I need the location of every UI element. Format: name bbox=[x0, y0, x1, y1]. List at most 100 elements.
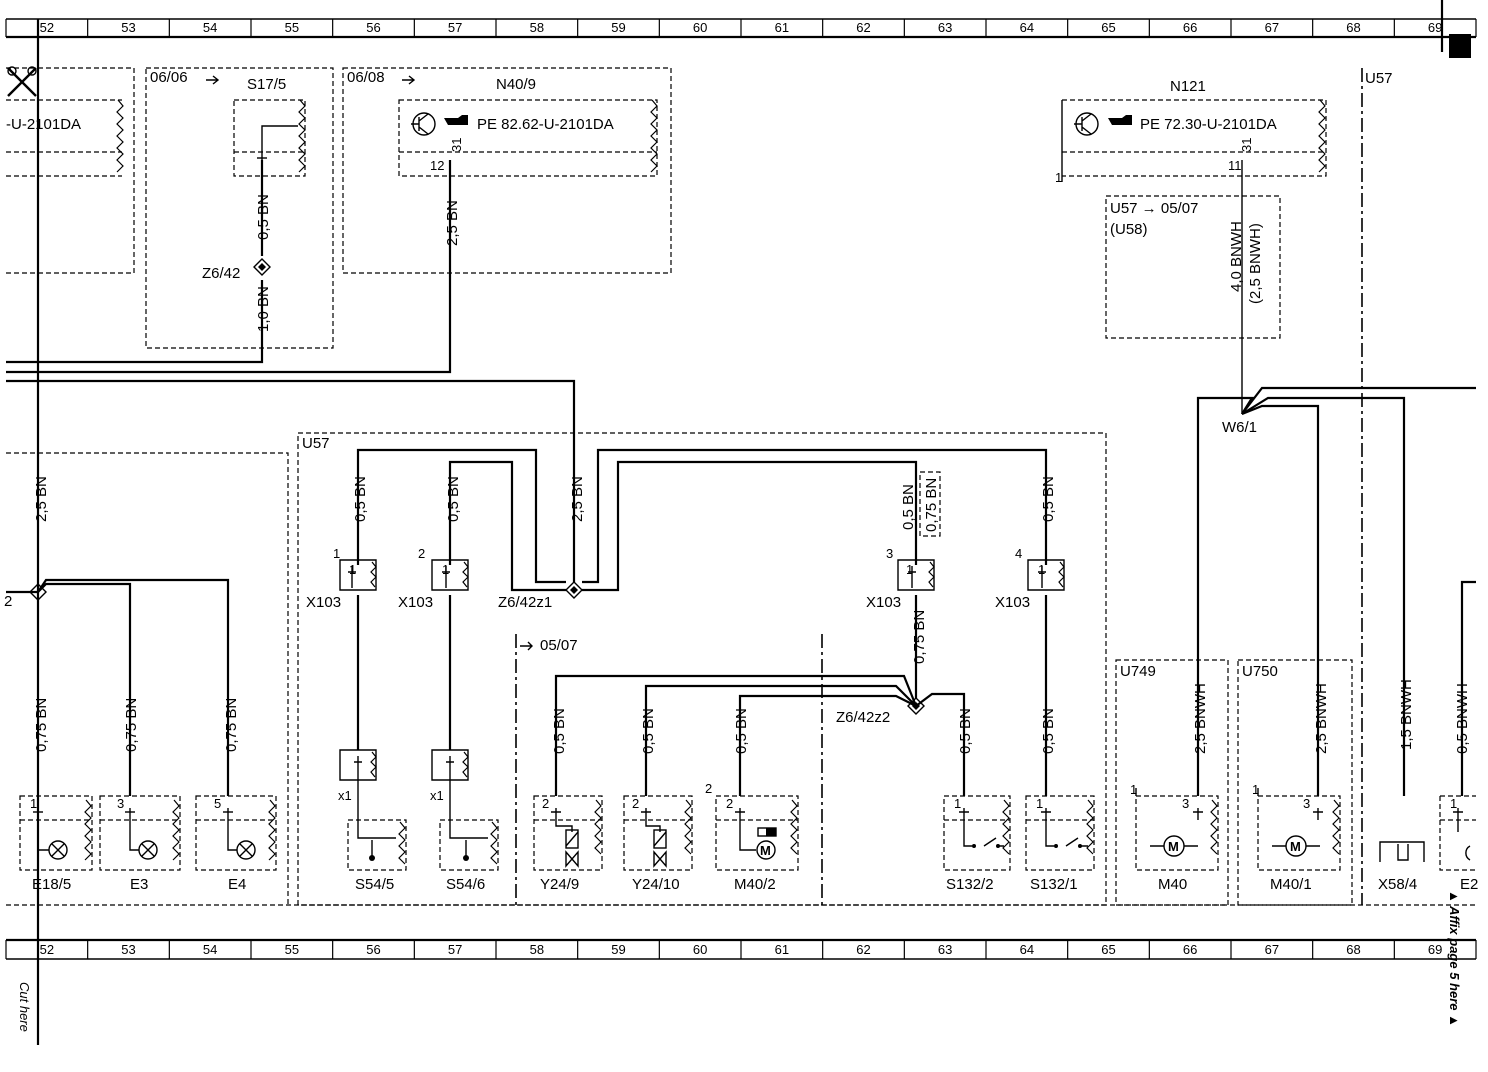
affix-page-label: ▲ Affix page 5 here ▲ bbox=[1447, 890, 1462, 1027]
lamp-right-partial: 1 E2 bbox=[1439, 580, 1478, 893]
subarea-border bbox=[515, 634, 823, 905]
transistor-icon bbox=[1074, 112, 1099, 136]
u57-inner-label: U57 → 05/07 bbox=[1110, 200, 1198, 217]
motor-glyph: M bbox=[1290, 839, 1301, 854]
grid-number: 59 bbox=[611, 942, 625, 957]
grid-number: 52 bbox=[40, 20, 54, 35]
grid-number: 53 bbox=[121, 942, 135, 957]
w6-1-label: W6/1 bbox=[1222, 419, 1257, 436]
wire-label: 0,5 BN bbox=[255, 194, 272, 240]
x103-label: X103 bbox=[398, 594, 433, 611]
wire-label: 0,75 BN bbox=[911, 610, 928, 664]
pin-1: 1 bbox=[1036, 796, 1043, 811]
grid-number: 63 bbox=[938, 942, 952, 957]
grid-number: 64 bbox=[1020, 942, 1034, 957]
grid-number: 52 bbox=[40, 942, 54, 957]
wire-label: 0,5 BN bbox=[551, 708, 568, 754]
ref-05-07: 05/07 bbox=[540, 637, 578, 654]
e-partial-label: E2 bbox=[1460, 876, 1478, 893]
wire-label: 2,5 BN bbox=[569, 476, 586, 522]
grid-number: 64 bbox=[1020, 20, 1034, 35]
grid-number: 55 bbox=[285, 942, 299, 957]
solenoid-icon bbox=[653, 829, 667, 849]
pointing-hand-icon bbox=[1108, 115, 1132, 125]
z6-42z2-label: Z6/42z2 bbox=[836, 709, 890, 726]
s17-5-ref: 06/06 bbox=[150, 69, 188, 86]
wire-label: 0,75 BN bbox=[123, 698, 140, 752]
pin-1: 1 bbox=[906, 562, 913, 577]
e4-label: E4 bbox=[228, 876, 246, 893]
n40-9-ref: 06/08 bbox=[347, 69, 385, 86]
pin-1: 1 bbox=[349, 562, 356, 577]
s132-1-label: S132/1 bbox=[1030, 876, 1078, 893]
pin-1-n121: 1 bbox=[1055, 170, 1062, 185]
connector-x103-2: 2 1 X103 bbox=[398, 546, 469, 611]
unit-n40-9: 06/08 N40/9 PE 82.62-U-2101DA bbox=[342, 67, 672, 274]
grid-number: 61 bbox=[775, 20, 789, 35]
ground-w6-1 bbox=[1196, 386, 1476, 796]
splice-z6-42z2 bbox=[907, 697, 925, 715]
pin-3: 3 bbox=[886, 546, 893, 561]
u57-right-label: U57 bbox=[1365, 70, 1393, 87]
grid-number: 54 bbox=[203, 20, 217, 35]
pin-3: 3 bbox=[1182, 796, 1189, 811]
grid-number: 53 bbox=[121, 20, 135, 35]
wire-label: 0,5 BN bbox=[352, 476, 369, 522]
wire-label: 2,5 BN bbox=[444, 200, 461, 246]
n121-label: N121 bbox=[1170, 78, 1206, 95]
cut-here-label: Cut here bbox=[17, 982, 32, 1032]
pin-1: 1 bbox=[442, 562, 449, 577]
z6-42-label: Z6/42 bbox=[202, 265, 240, 282]
u749-border bbox=[1115, 659, 1229, 906]
grid-number: 67 bbox=[1265, 20, 1279, 35]
x1-label: x1 bbox=[338, 788, 352, 803]
u57-box bbox=[297, 432, 1107, 906]
valve-y24-9: 2 Y24/9 bbox=[533, 795, 603, 893]
pin-2: 2 bbox=[418, 546, 425, 561]
grid-number: 65 bbox=[1101, 942, 1115, 957]
pointing-hand-icon bbox=[444, 115, 468, 125]
u57-box-label: U57 bbox=[302, 435, 330, 452]
valve-icon bbox=[565, 850, 579, 868]
pin-11-n121: 11 bbox=[1228, 158, 1242, 173]
splice-z6-42 bbox=[253, 258, 271, 276]
pin-1: 1 bbox=[1252, 782, 1259, 797]
s54-5-label: S54/5 bbox=[355, 876, 394, 893]
wire-label: 0,5 BN bbox=[1040, 476, 1057, 522]
pin-3: 3 bbox=[1303, 796, 1310, 811]
grid-number: 69 bbox=[1428, 942, 1442, 957]
grid-number: 68 bbox=[1346, 942, 1360, 957]
alt-wire-box bbox=[919, 471, 941, 537]
lamp-wires bbox=[6, 578, 230, 796]
grid-number: 60 bbox=[693, 20, 707, 35]
pin-2: 2 bbox=[542, 796, 549, 811]
unit-n121: N121 PE 72.30-U-2101DA U57 → 05/07 (U58) bbox=[1061, 78, 1327, 339]
m40-1-label: M40/1 bbox=[1270, 876, 1312, 893]
pin-1: 1 bbox=[1450, 796, 1457, 811]
x1-label: x1 bbox=[430, 788, 444, 803]
connector-x103-3: 3 1 X103 bbox=[866, 546, 935, 611]
unit-left-label: -U-2101DA bbox=[6, 116, 81, 133]
m40-2-label: M40/2 bbox=[734, 876, 776, 893]
grid-number: 68 bbox=[1346, 20, 1360, 35]
s132-2-label: S132/2 bbox=[946, 876, 994, 893]
pin-2-outer: 2 bbox=[705, 781, 712, 796]
pin-1: 1 bbox=[1038, 562, 1045, 577]
n40-9-label: N40/9 bbox=[496, 76, 536, 93]
wire-label: (2,5 BNWH) bbox=[1247, 223, 1264, 304]
grid-number: 66 bbox=[1183, 20, 1197, 35]
solenoid-icon bbox=[565, 829, 579, 849]
wire-label: 0,5 BN bbox=[957, 708, 974, 754]
grid-number: 60 bbox=[693, 942, 707, 957]
connector-x103-1: 1 1 X103 bbox=[306, 546, 377, 611]
pin-31-n40-9: 31 bbox=[449, 138, 464, 152]
wire-label: 2,5 BN bbox=[33, 476, 50, 522]
grid-number: 62 bbox=[856, 20, 870, 35]
central-wires bbox=[356, 448, 1048, 796]
wire-label: 1,0 BN bbox=[255, 286, 272, 332]
y24-10-label: Y24/10 bbox=[632, 876, 680, 893]
scissors-icon bbox=[7, 66, 37, 97]
u750-label: U750 bbox=[1242, 663, 1278, 680]
